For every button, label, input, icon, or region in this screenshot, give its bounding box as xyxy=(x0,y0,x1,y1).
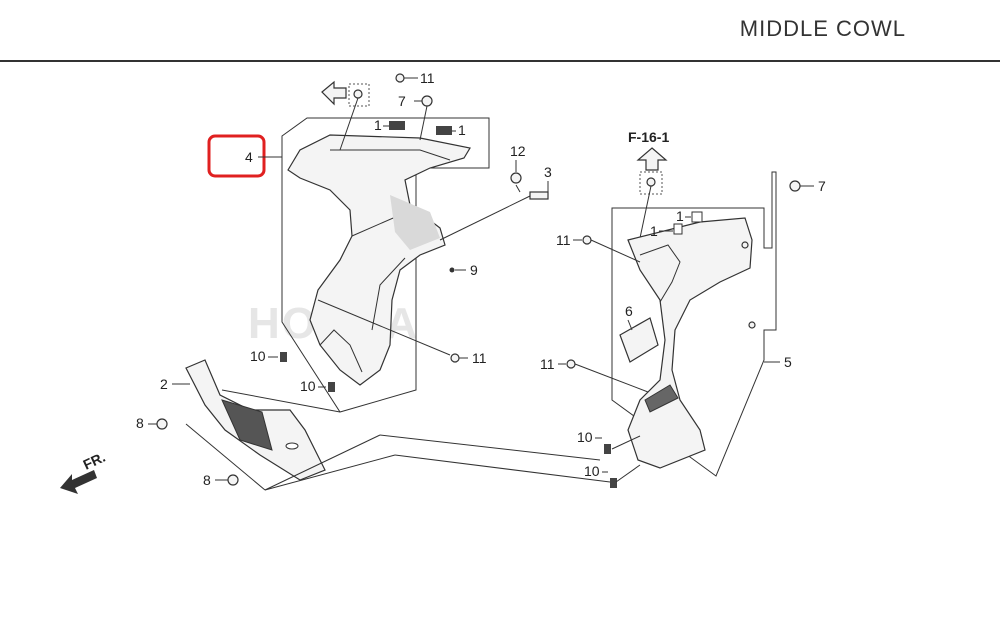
callout-4[interactable]: 4 xyxy=(245,149,253,165)
callout-12[interactable]: 12 xyxy=(510,143,526,159)
callout-11[interactable]: 11 xyxy=(540,356,555,372)
page-title: MIDDLE COWL xyxy=(739,16,906,41)
vent-grille xyxy=(221,399,273,451)
callout-11[interactable]: 11 xyxy=(556,232,571,248)
callout-6[interactable]: 6 xyxy=(625,303,633,319)
inner-cowl-part[interactable] xyxy=(287,134,471,386)
clip-icon xyxy=(610,478,617,488)
up-arrow-icon xyxy=(636,147,668,171)
callout-7[interactable]: 7 xyxy=(398,93,406,109)
pad-icon xyxy=(673,223,683,235)
header-divider xyxy=(0,60,1000,62)
callout-5[interactable]: 5 xyxy=(784,354,792,370)
bolt-icon xyxy=(156,418,168,430)
insulator-part[interactable] xyxy=(619,317,659,363)
texture-patch xyxy=(390,195,440,250)
clip-icon xyxy=(328,382,335,392)
bolt-icon xyxy=(450,353,460,363)
bolt-icon xyxy=(227,474,239,486)
callout-10[interactable]: 10 xyxy=(250,348,266,364)
assembly-box-right xyxy=(611,171,777,477)
bolt-icon xyxy=(582,235,592,245)
callout-9[interactable]: 9 xyxy=(470,262,478,278)
screw-icon xyxy=(646,177,656,187)
reference-box xyxy=(639,171,663,195)
callout-11[interactable]: 11 xyxy=(472,350,487,366)
callout-10[interactable]: 10 xyxy=(577,429,593,445)
callout-7[interactable]: 7 xyxy=(818,178,826,194)
pad-icon xyxy=(436,126,452,135)
bolt-icon xyxy=(414,95,433,107)
callout-10[interactable]: 10 xyxy=(584,463,600,479)
callout-1[interactable]: 1 xyxy=(676,208,684,224)
callout-8[interactable]: 8 xyxy=(203,472,211,488)
front-direction-arrow-icon xyxy=(60,470,97,494)
nut-icon xyxy=(510,172,522,184)
pad-icon xyxy=(389,121,405,130)
callout-8[interactable]: 8 xyxy=(136,415,144,431)
direction-arrow-icon xyxy=(321,80,347,106)
callout-11[interactable]: 11 xyxy=(420,70,435,86)
callout-2[interactable]: 2 xyxy=(160,376,168,392)
grommet-icon xyxy=(529,191,549,200)
callout-1[interactable]: 1 xyxy=(650,223,658,239)
highlight-box xyxy=(207,134,266,178)
screw-icon xyxy=(353,89,363,99)
reference-box xyxy=(348,83,370,107)
clip-icon xyxy=(449,267,455,273)
callout-3[interactable]: 3 xyxy=(544,164,552,180)
callout-1[interactable]: 1 xyxy=(458,122,466,138)
front-label: FR. xyxy=(81,449,108,473)
vent-grille xyxy=(644,384,679,413)
bolt-icon xyxy=(789,180,801,192)
bolt-icon xyxy=(566,359,576,369)
clip-icon xyxy=(604,444,611,454)
pad-icon xyxy=(691,211,703,223)
clip-icon xyxy=(280,352,287,362)
reference-code[interactable]: F-16-1 xyxy=(628,129,669,145)
callout-1[interactable]: 1 xyxy=(374,117,382,133)
bolt-icon xyxy=(395,73,418,83)
callout-10[interactable]: 10 xyxy=(300,378,316,394)
